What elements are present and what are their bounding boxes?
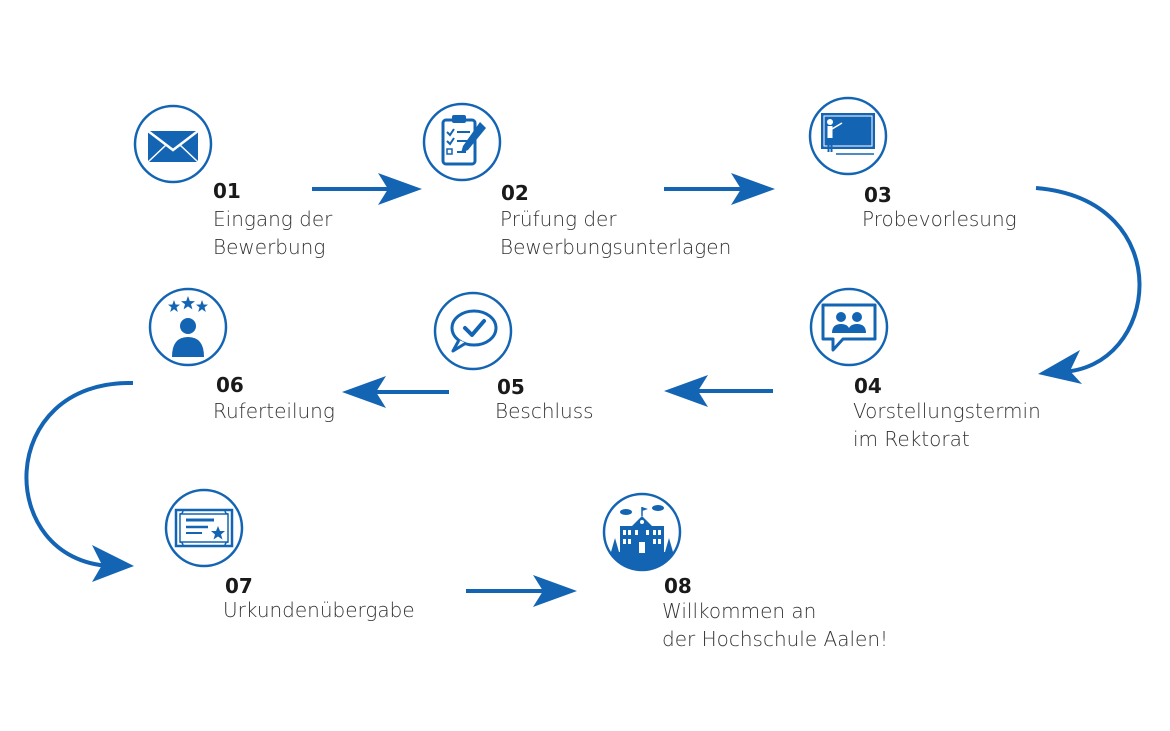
arrow-03-to-04-curved xyxy=(1035,186,1142,384)
step-08-label: Willkommen an der Hochschule Aalen! xyxy=(662,597,888,653)
step-02-number: 02 xyxy=(501,181,529,205)
speech-bubble-check-icon xyxy=(433,291,513,371)
step-06-label-line-1: Ruferteilung xyxy=(213,399,335,423)
person-stars-icon xyxy=(148,287,228,367)
step-04-label-line-2: im Rektorat xyxy=(853,427,970,451)
step-03-label-line-1: Probevorlesung xyxy=(862,207,1017,231)
step-05-number: 05 xyxy=(497,375,525,399)
step-08-label-line-2: der Hochschule Aalen! xyxy=(662,627,889,651)
presentation-board-icon xyxy=(808,96,888,176)
arrow-02-to-03 xyxy=(664,173,775,205)
step-05-label-line-1: Beschluss xyxy=(495,399,594,423)
step-07-number: 07 xyxy=(225,574,253,598)
arrow-01-to-02 xyxy=(312,173,422,205)
step-02-label: Prüfung der Bewerbungsunterlagen xyxy=(500,205,731,261)
step-08-number: 08 xyxy=(664,574,692,598)
arrow-04-to-05 xyxy=(664,375,773,407)
step-02-label-line-1: Prüfung der xyxy=(500,207,617,231)
step-04-number: 04 xyxy=(854,374,882,398)
step-01-number: 01 xyxy=(213,179,241,203)
step-06-number: 06 xyxy=(216,373,244,397)
step-07-label-line-1: Urkundenübergabe xyxy=(223,598,415,622)
step-07-label: Urkundenübergabe xyxy=(223,596,415,624)
speech-bubble-people-icon xyxy=(809,287,889,367)
arrow-05-to-06 xyxy=(342,376,449,408)
step-01-label-line-1: Eingang der xyxy=(213,207,333,231)
step-02-label-line-2: Bewerbungsunterlagen xyxy=(500,235,732,259)
step-01-label-line-2: Bewerbung xyxy=(213,235,326,259)
step-03-label: Probevorlesung xyxy=(862,205,1017,233)
step-03-number: 03 xyxy=(864,183,892,207)
step-06-label: Ruferteilung xyxy=(213,397,335,425)
arrow-06-to-07-curved xyxy=(24,380,134,582)
step-04-label-line-1: Vorstellungstermin xyxy=(853,399,1041,423)
certificate-icon xyxy=(164,488,244,568)
step-08-label-line-1: Willkommen an xyxy=(662,599,817,623)
university-building-icon xyxy=(602,492,682,572)
step-05-label: Beschluss xyxy=(495,397,594,425)
step-01-label: Eingang der Bewerbung xyxy=(213,205,332,261)
envelope-icon xyxy=(133,104,213,184)
clipboard-checklist-icon xyxy=(422,102,502,182)
step-04-label: Vorstellungstermin im Rektorat xyxy=(853,397,1041,453)
arrow-07-to-08 xyxy=(466,575,577,607)
